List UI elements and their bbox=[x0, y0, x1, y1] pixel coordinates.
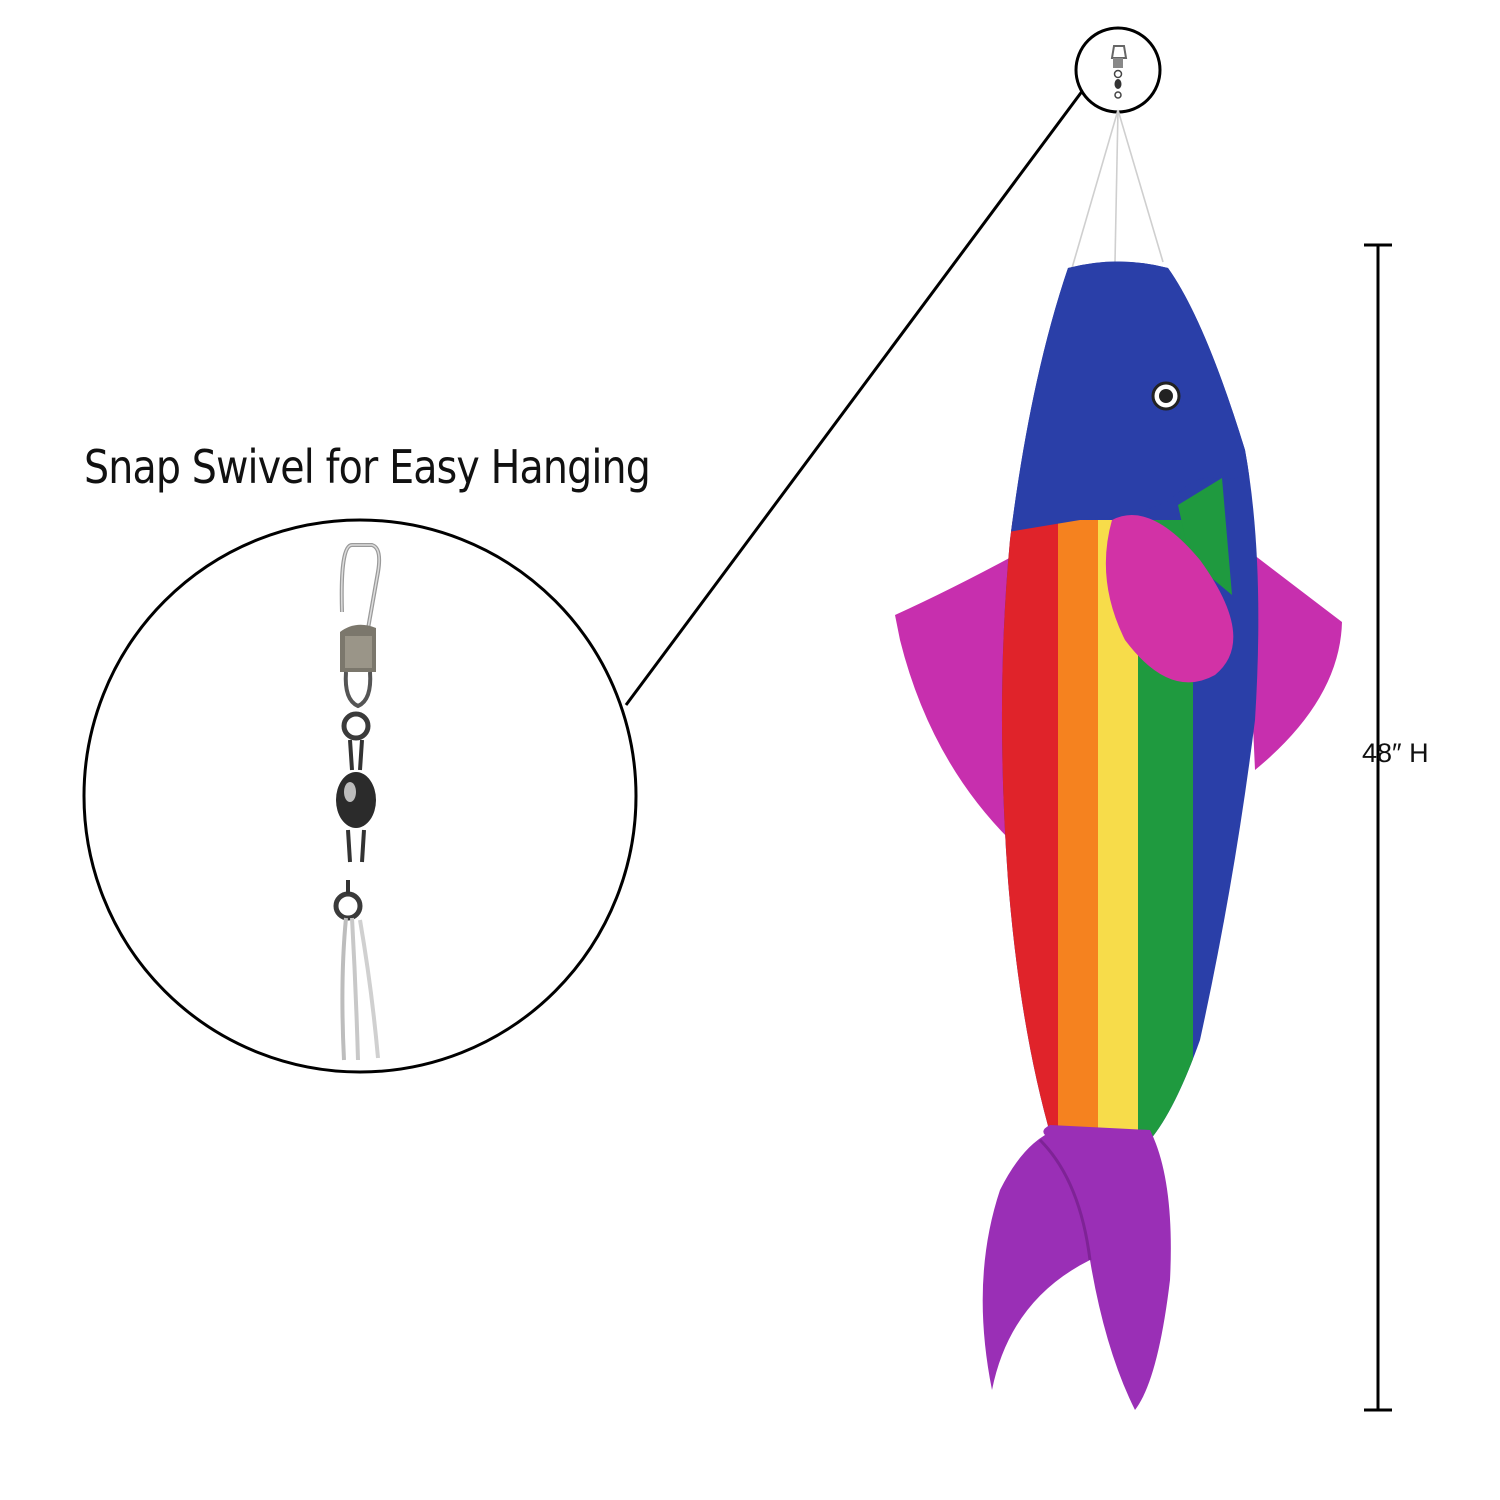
height-label: 48″ H bbox=[1362, 738, 1429, 768]
height-dimension-marker bbox=[1364, 243, 1392, 1412]
snap-swivel-icon bbox=[82, 518, 638, 1074]
callout-line bbox=[624, 89, 1085, 706]
callout-title: Snap Swivel for Easy Hanging bbox=[84, 440, 651, 494]
hanging-strings bbox=[1071, 109, 1164, 269]
small-swivel-callout bbox=[1074, 26, 1162, 114]
fish-windsock-illustration bbox=[895, 261, 1342, 1410]
